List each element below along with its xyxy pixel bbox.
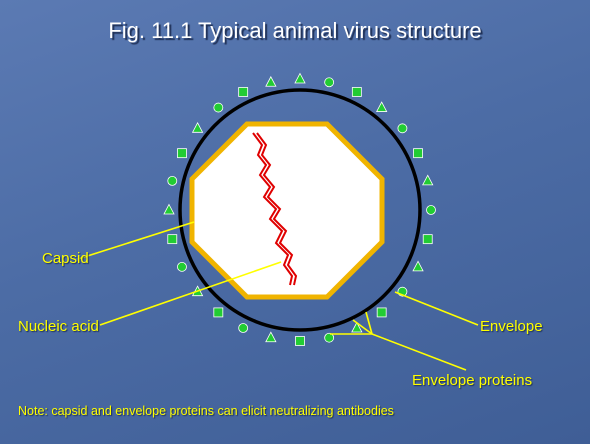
envelope-protein-square [239,87,248,96]
envelope-proteins-leader-4 [372,334,466,370]
envelope-protein-square [377,308,386,317]
envelope-protein-triangle [423,175,433,185]
envelope-protein-square [168,235,177,244]
envelope-protein-circle [214,103,223,112]
envelope-protein-circle [325,78,334,87]
envelope-protein-square [296,337,305,346]
envelope-protein-circle [427,206,436,215]
envelope-protein-square [423,235,432,244]
envelope-protein-triangle [164,205,174,215]
envelope-protein-square [352,87,361,96]
envelope-protein-triangle [193,123,203,132]
envelope-protein-square [414,149,423,158]
envelope-protein-square [214,308,223,317]
envelope-protein-triangle [266,332,276,342]
envelope-protein-triangle [295,74,305,84]
nucleic-acid-label: Nucleic acid [18,318,99,335]
envelope-label: Envelope [480,318,543,335]
envelope-protein-circle [239,324,248,333]
capsid-label: Capsid [42,250,89,267]
envelope-protein-triangle [413,261,423,271]
envelope-protein-triangle [377,102,387,112]
envelope-leader [395,292,478,325]
footnote: Note: capsid and envelope proteins can e… [18,404,394,418]
envelope-protein-triangle [352,323,362,333]
envelope-protein-circle [168,176,177,185]
envelope-protein-triangle [266,77,276,87]
envelope-protein-square [177,149,186,158]
envelope-protein-circle [177,262,186,271]
capsid-octagon [192,124,382,297]
envelope-protein-circle [398,124,407,133]
envelope-proteins-label: Envelope proteins [412,372,532,389]
